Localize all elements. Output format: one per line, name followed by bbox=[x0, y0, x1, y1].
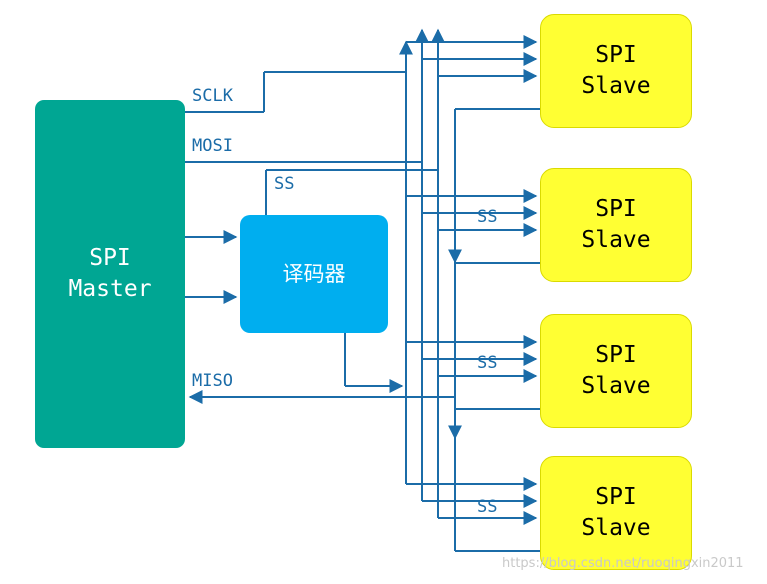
spi-slave-label-line1: SPI bbox=[595, 41, 637, 68]
spi-slave-node-3: SPI Slave bbox=[540, 314, 692, 428]
spi-slave-label-line2: Slave bbox=[581, 515, 651, 541]
spi-master-node: SPI Master bbox=[35, 100, 185, 448]
mosi-wires bbox=[185, 28, 538, 508]
ss-decoder-signal-label: SS bbox=[274, 174, 295, 194]
decoder-label: 译码器 bbox=[282, 261, 346, 286]
miso-wires bbox=[188, 108, 540, 552]
spi-slave-node-4: SPI Slave bbox=[540, 456, 692, 570]
spi-slave-label-line1: SPI bbox=[595, 195, 637, 222]
ss-label-slave4: SS bbox=[477, 497, 498, 517]
spi-slave-node-1: SPI Slave bbox=[540, 14, 692, 128]
spi-slave-label-line1: SPI bbox=[595, 341, 637, 368]
sclk-signal-label: SCLK bbox=[192, 86, 233, 106]
decoder-node: 译码器 bbox=[240, 215, 388, 333]
ss-label-slave2: SS bbox=[477, 207, 498, 227]
spi-slave-label-line1: SPI bbox=[595, 483, 637, 510]
watermark-text: https://blog.csdn.net/ruoqingxin2011 bbox=[502, 556, 744, 571]
spi-slave-label-line2: Slave bbox=[581, 373, 651, 399]
spi-slave-label-line2: Slave bbox=[581, 227, 651, 253]
spi-slave-label-line2: Slave bbox=[581, 73, 651, 99]
spi-master-label-line2: Master bbox=[68, 276, 152, 302]
miso-signal-label: MISO bbox=[192, 371, 233, 391]
ss-label-slave3: SS bbox=[477, 353, 498, 373]
spi-slave-node-2: SPI Slave bbox=[540, 168, 692, 282]
spi-master-label-line1: SPI bbox=[89, 244, 131, 271]
mosi-signal-label: MOSI bbox=[192, 136, 233, 156]
